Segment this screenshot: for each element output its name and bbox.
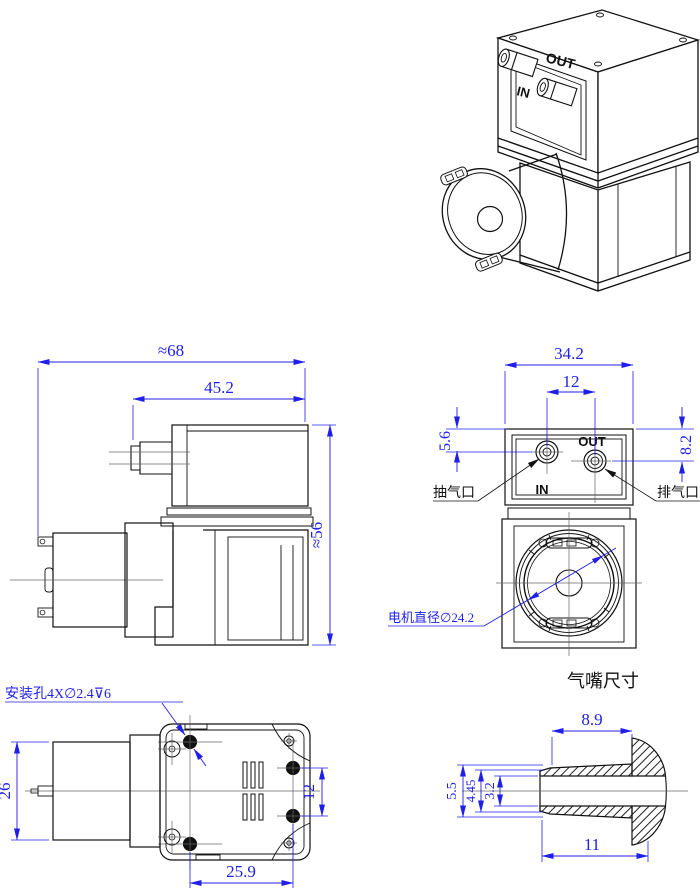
- dim-outer-diameter-label: 5.5: [445, 782, 460, 800]
- bottom-plate-outline: [159, 723, 311, 861]
- dim-in-port-offset-label: 5.6: [437, 431, 454, 451]
- mounting-holes-label: 安装孔4X∅2.4⊽6: [5, 686, 111, 702]
- dim-in-port-offset: 5.6: [437, 407, 532, 472]
- side-dimensions: ≈68 45.2 ≈56: [37, 341, 336, 646]
- dim-tip-diameter-label: 4.45: [463, 780, 478, 803]
- front-head: OUT IN: [504, 428, 634, 506]
- mounting-holes-callout: 安装孔4X∅2.4⊽6: [5, 686, 207, 767]
- side-head: [171, 424, 309, 507]
- iso-body: [519, 161, 691, 292]
- side-nozzle: [109, 441, 190, 475]
- iso-nozzle-in: [536, 77, 578, 107]
- dim-out-port-offset: 8.2: [612, 407, 695, 482]
- corner-screws: [163, 735, 295, 849]
- iso-motor-hub: [476, 205, 504, 233]
- iso-top-screw-holes: [509, 12, 687, 67]
- vent-slots: [242, 761, 264, 821]
- motor-rim-notches: [528, 534, 610, 632]
- front-dimensions: 34.2 12 5.6 8.2 抽气口 排气口 电机直径∅24.2: [388, 344, 700, 627]
- front-in-label: IN: [536, 482, 549, 497]
- exhaust-port-callout: 排气口: [604, 468, 700, 502]
- dim-mount-hole-spacing-label: 25.9: [226, 862, 256, 881]
- nozzle-wall-bottom: [539, 805, 633, 819]
- out-port: [571, 445, 611, 503]
- iso-in-label: IN: [515, 83, 531, 101]
- iso-out-label: OUT: [544, 49, 577, 72]
- nozzle-flare-top: [631, 737, 667, 777]
- dim-bore-diameter: 3.2: [483, 775, 538, 807]
- dim-port-spacing: 12: [546, 372, 596, 455]
- dim-barb-length: 8.9: [551, 710, 633, 765]
- dim-total-length-label: 11: [584, 835, 600, 854]
- dim-overall-length: ≈68: [37, 341, 306, 536]
- suction-port-callout: 抽气口: [433, 458, 540, 502]
- front-body: [496, 512, 642, 656]
- motor-diameter-callout: 电机直径∅24.2: [388, 547, 617, 627]
- iso-nozzle-out: [497, 48, 539, 78]
- iso-body-outline: [519, 161, 691, 284]
- top-edge-tab: [184, 723, 208, 730]
- dim-overall-height-label: ≈56: [307, 522, 326, 548]
- nozzle-dimensions: 8.9 5.5 4.45 3.2 11: [445, 710, 649, 862]
- dim-head-length-label: 45.2: [204, 378, 234, 397]
- dim-right-hole-spacing-label: 12: [301, 784, 318, 800]
- exhaust-port-label: 排气口: [657, 485, 699, 501]
- dim-port-spacing-label: 12: [563, 372, 580, 391]
- iso-port-panel: [510, 54, 587, 161]
- side-body: [154, 529, 309, 646]
- iso-motor: [440, 152, 568, 273]
- dim-barb-length-label: 8.9: [581, 710, 602, 729]
- dim-head-length: 45.2: [132, 378, 306, 440]
- bottom-dimensions: 安装孔4X∅2.4⊽6 26 12 25.9: [0, 686, 328, 888]
- dim-overall-length-label: ≈68: [158, 341, 184, 360]
- side-view: [10, 424, 314, 646]
- dim-bore-diameter-label: 3.2: [483, 782, 498, 800]
- dim-mount-hole-spacing: 25.9: [189, 824, 294, 888]
- motor-diameter-label: 电机直径∅24.2: [388, 610, 474, 625]
- nozzle-flare-bottom: [631, 805, 667, 846]
- dim-outer-diameter: 5.5: [445, 764, 543, 818]
- front-view: OUT IN: [496, 428, 642, 656]
- iso-view: OUT IN: [440, 9, 700, 292]
- side-head-outline: [171, 424, 309, 507]
- bottom-view: [25, 715, 320, 870]
- dim-right-hole-spacing: 12: [300, 767, 328, 817]
- nozzle-wall-top: [539, 763, 633, 777]
- bottom-edge-tab: [195, 854, 221, 861]
- nozzle-view-title: 气嘴尺寸: [567, 671, 639, 691]
- dim-overall-height: ≈56: [307, 424, 336, 646]
- front-out-label: OUT: [578, 434, 606, 449]
- side-flange-bands: [160, 507, 314, 527]
- dim-motor-width: 26: [0, 741, 49, 841]
- dim-out-port-offset-label: 8.2: [678, 435, 695, 455]
- side-body-outline: [154, 529, 309, 646]
- dim-motor-width-label: 26: [0, 783, 14, 800]
- dim-total-length: 11: [541, 820, 649, 862]
- mounting-holes: [182, 734, 301, 852]
- suction-port-label: 抽气口: [433, 485, 475, 501]
- side-motor: [10, 532, 163, 628]
- bottom-centerlines: [25, 715, 320, 870]
- front-head-outline: [504, 428, 634, 506]
- dim-tip-diameter: 4.45: [463, 769, 543, 813]
- dim-body-width-label: 34.2: [554, 344, 584, 363]
- dim-body-width: 34.2: [504, 344, 634, 424]
- nozzle-view: 气嘴尺寸: [462, 671, 688, 846]
